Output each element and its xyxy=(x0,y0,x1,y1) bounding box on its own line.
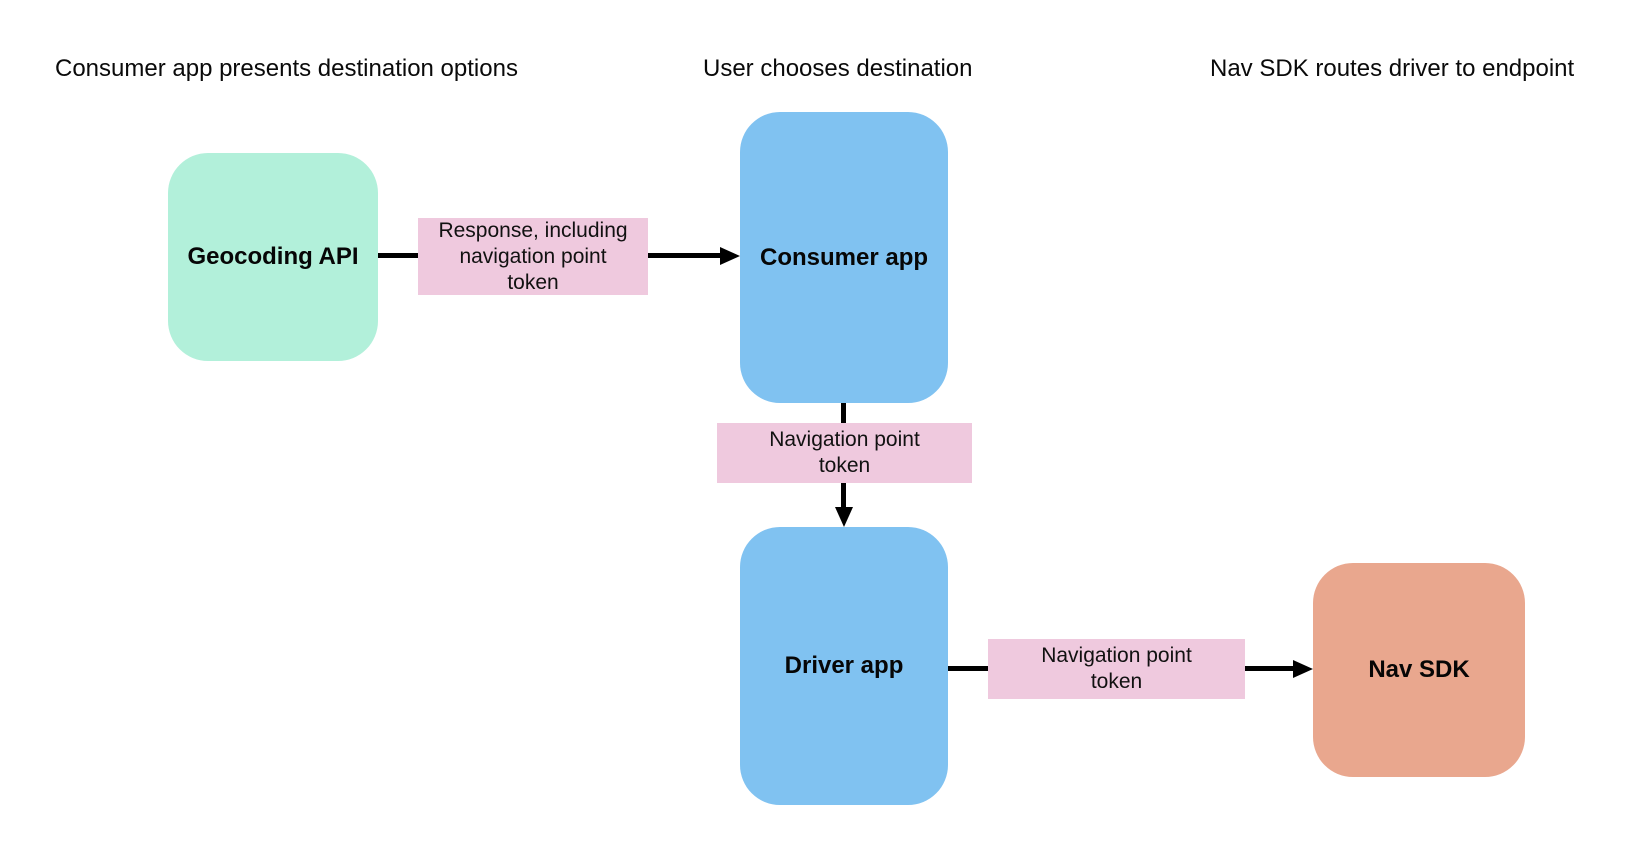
phase-header-consumer-presents: Consumer app presents destination option… xyxy=(55,55,518,82)
node-label: Consumer app xyxy=(759,243,929,271)
edge-label-text: Response, including navigation point tok… xyxy=(438,218,628,294)
arrowhead-right-icon xyxy=(720,247,740,265)
node-nav-sdk: Nav SDK xyxy=(1313,563,1525,777)
phase-header-navsdk-routes: Nav SDK routes driver to endpoint xyxy=(1210,55,1575,82)
node-consumer-app: Consumer app xyxy=(740,112,948,403)
phase-header-user-chooses: User chooses destination xyxy=(703,55,973,82)
node-geocoding-api: Geocoding API xyxy=(168,153,378,361)
node-label: Nav SDK xyxy=(1368,656,1470,683)
arrowhead-right-icon xyxy=(1293,660,1313,678)
node-driver-app: Driver app xyxy=(740,527,948,805)
node-label: Geocoding API xyxy=(187,243,359,270)
edge-label-text: Navigation point token xyxy=(1041,644,1192,693)
edge-label-navigation-point-token-2: Navigation point token xyxy=(988,639,1245,699)
node-label: Driver app xyxy=(784,652,904,679)
edge-label-text: Navigation point token xyxy=(769,428,920,477)
edge-label-navigation-point-token-1: Navigation point token xyxy=(717,423,972,483)
edge-label-response-including-token: Response, including navigation point tok… xyxy=(418,218,648,295)
arrowhead-down-icon xyxy=(835,507,853,527)
